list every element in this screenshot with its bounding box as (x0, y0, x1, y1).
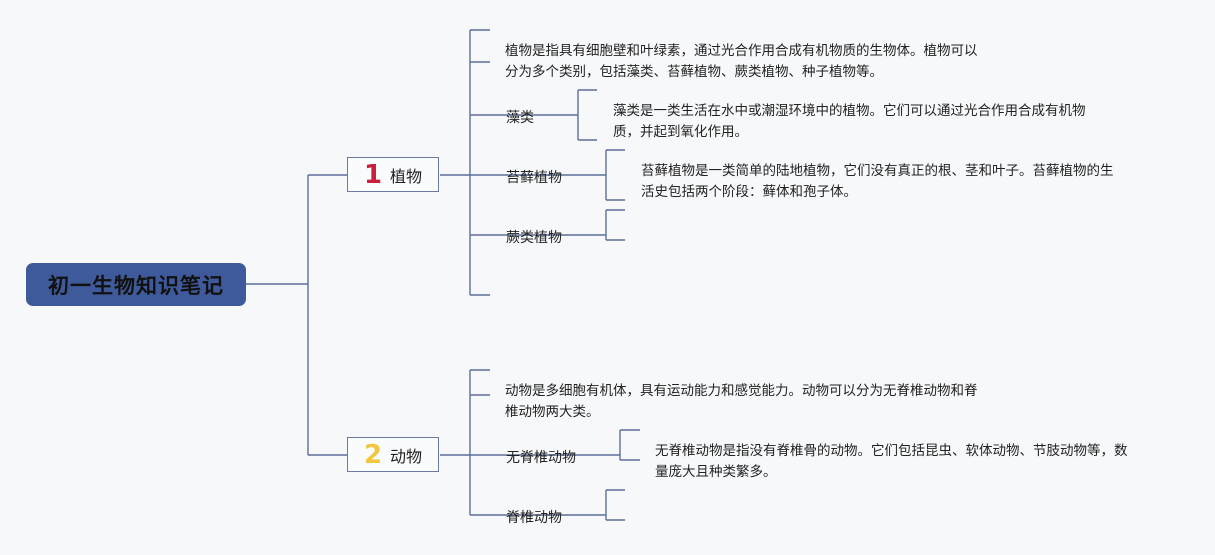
subtopic-invertebrates[interactable]: 无脊椎动物 (506, 450, 576, 466)
subtopic-algae[interactable]: 藻类 (506, 110, 534, 126)
connector-moss-bracket (578, 149, 625, 201)
topic-animals[interactable]: 2 动物 (347, 437, 439, 472)
moss-text: 苔藓植物是一类简单的陆地植物，它们没有真正的根、茎和叶子。苔藓植物的生 活史包括… (641, 163, 1114, 200)
root-title: 初一生物知识笔记 (48, 273, 224, 298)
connector-fern-bracket (578, 209, 625, 241)
invertebrates-text: 无脊椎动物是指没有脊椎骨的动物。它们包括昆虫、软体动物、节肢动物等，数 量庞大且… (655, 443, 1128, 480)
connector-invert-bracket (590, 429, 640, 461)
topic-number-1: 1 (363, 159, 383, 190)
animals-intro: 动物是多细胞有机体，具有运动能力和感觉能力。动物可以分为无脊椎动物和脊 椎动物两… (505, 383, 978, 420)
topic-plants[interactable]: 1 植物 (347, 157, 439, 192)
root-topic[interactable]: 初一生物知识笔记 (26, 263, 246, 306)
plants-intro: 植物是指具有细胞壁和叶绿素，通过光合作用合成有机物质的生物体。植物可以 分为多个… (505, 43, 978, 80)
algae-text: 藻类是一类生活在水中或潮湿环境中的植物。它们可以通过光合作用合成有机物 质，并起… (613, 103, 1086, 140)
subtopic-vertebrates[interactable]: 脊椎动物 (506, 510, 562, 526)
topic-animals-label: 动物 (390, 446, 423, 466)
subtopic-moss[interactable]: 苔藓植物 (506, 170, 562, 186)
topic-number-2: 2 (363, 439, 383, 470)
subtopic-fern[interactable]: 蕨类植物 (506, 230, 562, 246)
connector-algae-bracket (548, 89, 597, 141)
topic-plants-label: 植物 (390, 166, 423, 186)
connector-vert-bracket (578, 489, 625, 521)
